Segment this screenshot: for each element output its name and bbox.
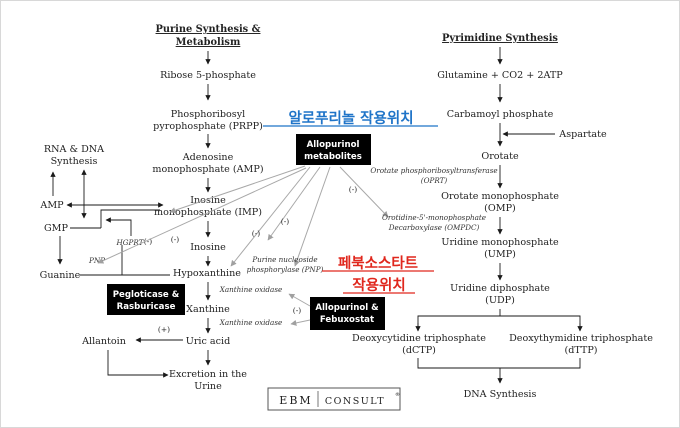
- excretion-line2: Urine: [194, 381, 222, 392]
- minus-sign-hypox: (-): [252, 229, 260, 238]
- dctp-line1: Deoxycytidine triphosphate: [352, 333, 486, 344]
- minus-sign-imp: (-): [171, 235, 179, 244]
- allopurinol-metabolites-line2: metabolites: [304, 152, 362, 162]
- hgprt-label: HGPRT: [116, 238, 145, 247]
- febuxostat-label-line2: 작용위치: [352, 276, 405, 294]
- plus-sign: (+): [158, 325, 170, 334]
- febuxostat-label-line1: 페북소스타트: [338, 255, 418, 272]
- logo-mark: ®: [395, 391, 400, 398]
- omp-line1: Orotate monophosphate: [441, 191, 559, 202]
- xanthine-oxidase-1: Xanthine oxidase: [219, 285, 283, 294]
- inhibit-line-guanine: [97, 167, 307, 264]
- inhibit-line-xo2: [290, 319, 311, 326]
- inhibit-line-imp: [169, 165, 306, 214]
- inhibit-line-ompdc: [339, 166, 389, 218]
- udp-line1: Uridine diphosphate: [450, 283, 550, 294]
- purine-title-line1: Purine Synthesis &: [156, 24, 261, 35]
- minus-sign-ompdc: (-): [349, 185, 357, 194]
- xanthine: Xanthine: [186, 304, 230, 315]
- ump-line1: Uridine monophosphate: [441, 237, 559, 248]
- blue-annotation: 알로푸리놀 작용위치: [263, 109, 438, 127]
- carbamoyl-phosphate: Carbamoyl phosphate: [447, 109, 554, 120]
- ompdc-line2: Decarboxylase (OMPDC): [388, 223, 480, 232]
- purine-title-line2: Metabolism: [176, 37, 241, 48]
- omp-line2: (OMP): [484, 203, 516, 214]
- pegloticase-box: [107, 284, 185, 315]
- allopurinol-febuxostat-line2: Febuxostat: [320, 315, 374, 325]
- glutamine: Glutamine + CO2 + 2ATP: [437, 70, 563, 81]
- pegloticase-line1: Pegloticase &: [113, 290, 180, 300]
- adenosine-line2: monophosphate (AMP): [152, 164, 263, 175]
- prpp-line1: Phosphoribosyl: [171, 109, 245, 120]
- oprt-line1: Orotate phosphoribosyltransferase: [370, 166, 497, 175]
- allopurinol-febuxostat-line1: Allopurinol &: [315, 303, 379, 313]
- inhibit-line-pnp: [267, 166, 321, 241]
- inosine: Inosine: [190, 242, 226, 253]
- line-gmp-imp: [100, 209, 160, 228]
- arrow-allantoin-excretion: [107, 350, 169, 378]
- dttp-line2: (dTTP): [564, 345, 597, 356]
- pnp-enzyme-line2: phosphorylase (PNP): [247, 265, 324, 274]
- prpp-line2: pyrophosphate (PRPP): [153, 121, 263, 132]
- ump-line2: (UMP): [484, 249, 516, 260]
- gmp: GMP: [44, 223, 68, 234]
- pnp-left-label: PNP: [88, 256, 105, 265]
- dna-synthesis: DNA Synthesis: [464, 389, 537, 400]
- allopurinol-site-label: 알로푸리놀 작용위치: [288, 109, 413, 127]
- minus-sign-hgprt: (-): [144, 237, 152, 246]
- minus-sign-xo: (-): [293, 306, 301, 315]
- adenosine-line1: Adenosine: [182, 152, 234, 163]
- hypoxanthine: Hypoxanthine: [173, 268, 241, 279]
- allopurinol-metabolites-line1: Allopurinol: [307, 140, 360, 150]
- inhibit-line-hypoxanthine: [230, 166, 311, 267]
- amp-left: AMP: [39, 200, 64, 211]
- logo-left: EBM: [279, 394, 312, 407]
- udp-line2: (UDP): [485, 295, 515, 306]
- ompdc-line1: Orotidine-5'-monophosphate: [382, 213, 486, 222]
- orotate: Orotate: [481, 151, 519, 162]
- line-join-branches: [417, 358, 581, 369]
- uric-acid: Uric acid: [186, 336, 230, 347]
- aspartate: Aspartate: [558, 129, 607, 140]
- inosine-mp-line1: Inosine: [190, 195, 226, 206]
- ribose-5-phosphate: Ribose 5-phosphate: [160, 70, 256, 81]
- excretion-line1: Excretion in the: [169, 369, 247, 380]
- pyrimidine-title: Pyrimidine Synthesis: [442, 33, 558, 44]
- inhibit-line-pnp-2: [293, 166, 331, 267]
- allantoin: Allantoin: [81, 336, 126, 347]
- rna-dna-line1: RNA & DNA: [44, 144, 105, 155]
- allopurinol-metabolites-box: [296, 134, 371, 165]
- pnp-enzyme-line1: Purine nucleoside: [251, 255, 317, 264]
- inhibit-line-xo1: [288, 293, 311, 307]
- pegloticase-line2: Rasburicase: [117, 302, 176, 312]
- dttp-line1: Deoxythymidine triphosphate: [509, 333, 653, 344]
- logo-right: CONSULT: [325, 396, 385, 407]
- minus-sign-pnp: (-): [281, 217, 289, 226]
- guanine: Guanine: [40, 270, 81, 281]
- arrow-hgprt: [105, 217, 132, 236]
- line-split-branches: [417, 315, 581, 330]
- red-annotation: 페북소스타트 작용위치: [322, 255, 434, 294]
- allopurinol-febuxostat-box: [310, 297, 385, 330]
- oprt-line2: (OPRT): [421, 176, 448, 185]
- xanthine-oxidase-2: Xanthine oxidase: [219, 318, 283, 327]
- dctp-line2: (dCTP): [402, 345, 436, 356]
- rna-dna-line2: Synthesis: [51, 156, 98, 167]
- ebm-consult-logo: EBM CONSULT ®: [267, 387, 401, 411]
- logo-frame: [267, 387, 401, 411]
